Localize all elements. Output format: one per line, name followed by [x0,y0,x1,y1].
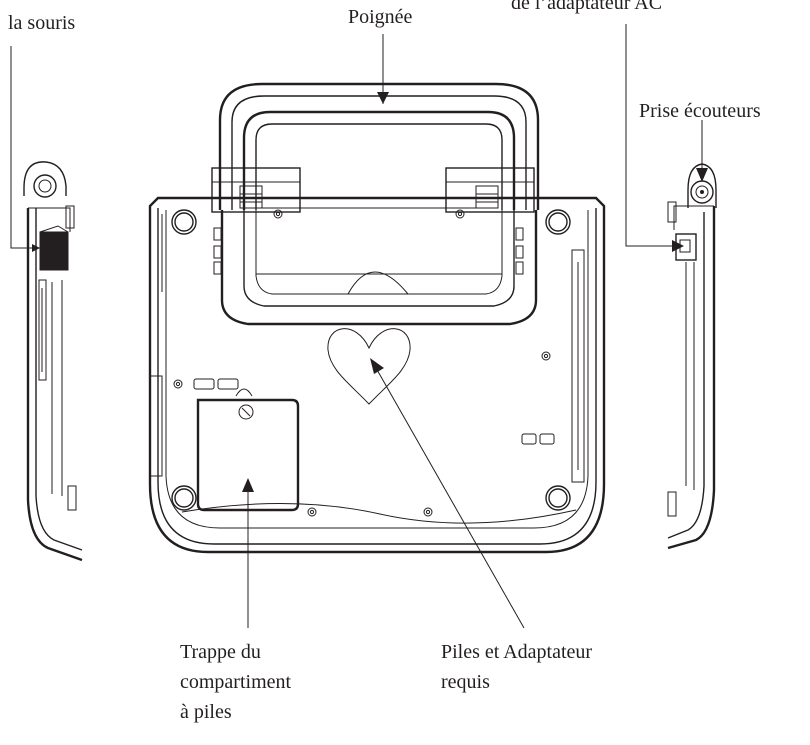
main-body [148,167,606,554]
right-side-view [667,163,717,550]
handle-leader [377,34,389,104]
mouse-port-label: la souris [8,12,76,34]
handle [218,82,540,326]
ac-adapter-label: de l’adaptateur AC [511,0,663,14]
battery-door-label: Trappe du compartiment à piles [180,641,292,723]
batteries-required-label: Piles et Adaptateur requis [441,641,593,693]
headphone-jack-leader [696,120,708,182]
battery-door-leader [242,478,254,628]
mouse-port-leader [10,46,40,252]
batteries-required-leader [370,358,525,629]
handle-label: Poignée [348,6,413,28]
left-side-view [23,161,83,562]
ac-adapter-leader [625,24,684,252]
headphone-jack-label: Prise écouteurs [639,100,761,122]
